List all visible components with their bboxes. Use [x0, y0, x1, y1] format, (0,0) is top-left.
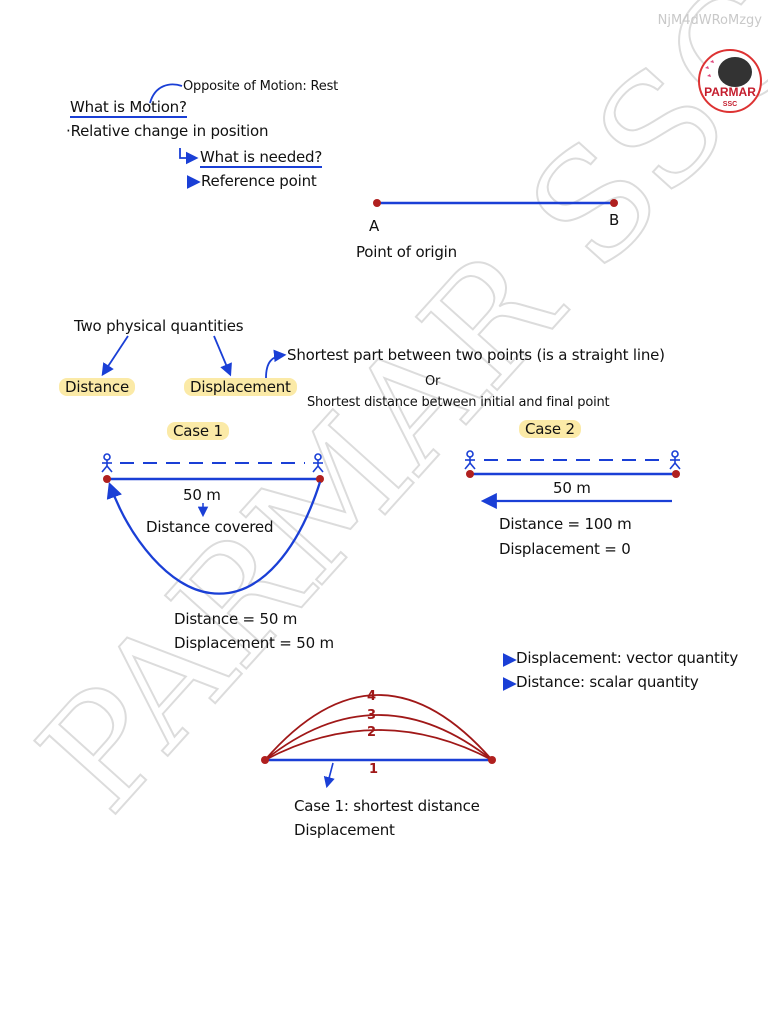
case2-distance: Distance = 100 m — [499, 515, 632, 533]
paths-diagram — [261, 694, 496, 789]
distance-label: Distance — [59, 378, 135, 396]
case1-diagram — [101, 453, 324, 595]
case2-title: Case 2 — [519, 420, 581, 438]
label-a: A — [369, 217, 380, 235]
motion-question: What is Motion? — [70, 98, 187, 118]
or-label: Or — [425, 374, 441, 389]
point-b — [610, 199, 618, 207]
two-quantities-heading: Two physical quantities — [74, 317, 244, 335]
stick-figure-right — [312, 453, 324, 473]
case2-length: 50 m — [553, 479, 591, 497]
path-label-2: 2 — [367, 725, 376, 740]
point-a — [373, 199, 381, 207]
point-of-origin: Point of origin — [356, 243, 457, 261]
case2-displacement: Displacement = 0 — [499, 540, 631, 558]
opposite-of-motion: Opposite of Motion: Rest — [183, 79, 339, 94]
reference-point: Reference point — [201, 172, 317, 190]
distance-arrow — [101, 335, 129, 377]
displacement-arrow — [213, 335, 232, 377]
case2-diagram — [464, 450, 681, 510]
paths-caption-displacement: Displacement — [294, 821, 395, 839]
label-b: B — [609, 211, 620, 229]
shortest-distance-note: Shortest distance between initial and fi… — [307, 395, 610, 410]
case1-displacement: Displacement = 50 m — [174, 634, 334, 652]
stick-figure-left — [101, 453, 113, 473]
path-label-3: 3 — [367, 708, 376, 723]
case1-distance-covered: Distance covered — [146, 518, 274, 536]
displacement-label: Displacement — [184, 378, 297, 396]
motion-definition: ·Relative change in position — [66, 122, 269, 140]
distance-scalar-note: Distance: scalar quantity — [516, 673, 699, 691]
needed-question: What is needed? — [200, 148, 323, 168]
parmar-ssc-logo: PARMAR SSC — [698, 49, 762, 113]
svg-text:PARMAR: PARMAR — [704, 85, 756, 99]
path-label-1: 1 — [369, 762, 378, 777]
shortest-arrow — [265, 349, 287, 379]
stick-figure-right-2 — [669, 450, 681, 470]
shortest-path-note: Shortest part between two points (is a s… — [287, 346, 665, 364]
case1-title: Case 1 — [167, 422, 229, 440]
svg-text:SSC: SSC — [723, 101, 737, 108]
opposite-arrow — [149, 83, 183, 104]
path-label-4: 4 — [367, 689, 376, 704]
needed-arrow — [179, 148, 199, 165]
case1-length: 50 m — [183, 486, 221, 504]
document-code: NjM4dWRoMzgy — [657, 13, 762, 28]
case1-distance: Distance = 50 m — [174, 610, 298, 628]
displacement-vector-note: Displacement: vector quantity — [516, 649, 739, 667]
paths-caption-shortest: Case 1: shortest distance — [294, 797, 480, 815]
stick-figure-left-2 — [464, 450, 476, 470]
